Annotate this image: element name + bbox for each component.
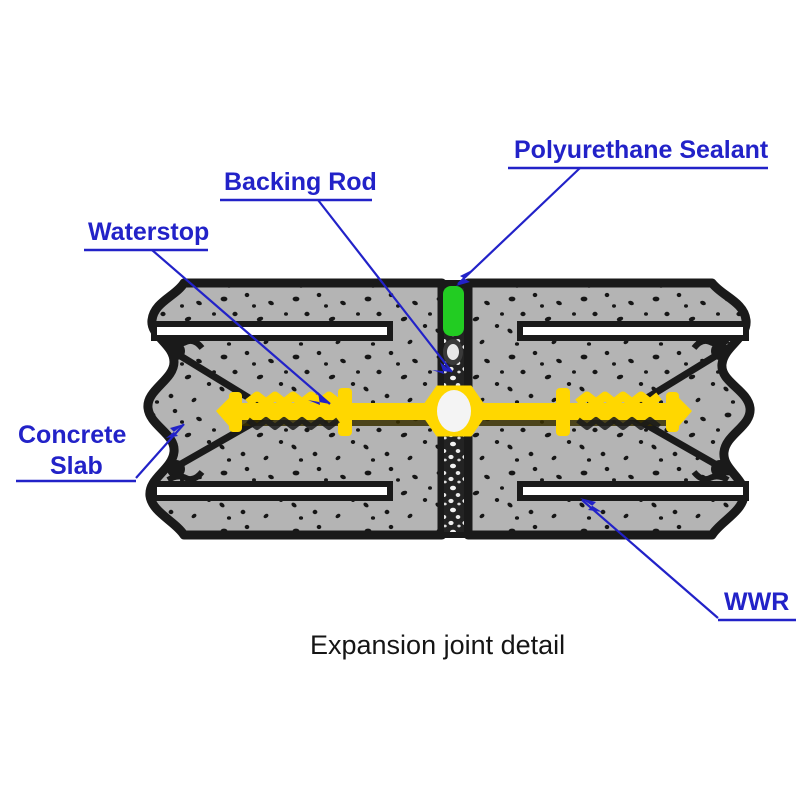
label-concrete-slab-line1: Concrete <box>18 421 126 449</box>
label-backing-rod: Backing Rod <box>220 168 453 374</box>
arrowhead-backing-rod <box>432 362 452 374</box>
wwr-top-left <box>151 321 393 341</box>
label-waterstop-text: Waterstop <box>88 218 209 246</box>
label-waterstop: Waterstop <box>84 218 331 405</box>
label-polyurethane-sealant-text: Polyurethane Sealant <box>514 136 769 164</box>
label-wwr: WWR <box>580 498 796 622</box>
leader-backing-rod <box>317 199 453 373</box>
figure-caption: Expansion joint detail <box>310 630 565 660</box>
arrowhead-polyurethane-sealant <box>456 270 472 286</box>
arrowhead-concrete-slab <box>166 424 184 438</box>
waterstop <box>216 385 692 437</box>
arrowhead-waterstop <box>308 392 330 405</box>
label-backing-rod-text: Backing Rod <box>224 168 377 196</box>
wwr-bottom-left <box>151 481 393 501</box>
label-wwr-text: WWR <box>724 588 789 616</box>
wwr-bottom-right <box>517 481 749 501</box>
leader-polyurethane-sealant <box>457 167 581 285</box>
leader-concrete-slab <box>135 423 185 479</box>
wwr-top-right <box>517 321 749 341</box>
arrowhead-wwr <box>580 498 602 512</box>
polyurethane-sealant <box>443 286 464 336</box>
backing-rod <box>443 339 463 365</box>
leader-wwr <box>581 499 719 619</box>
label-concrete-slab-line2: Slab <box>50 452 103 480</box>
label-polyurethane-sealant: Polyurethane Sealant <box>456 136 769 286</box>
label-concrete-slab: Concrete Slab <box>16 421 185 483</box>
leader-waterstop <box>151 249 331 405</box>
